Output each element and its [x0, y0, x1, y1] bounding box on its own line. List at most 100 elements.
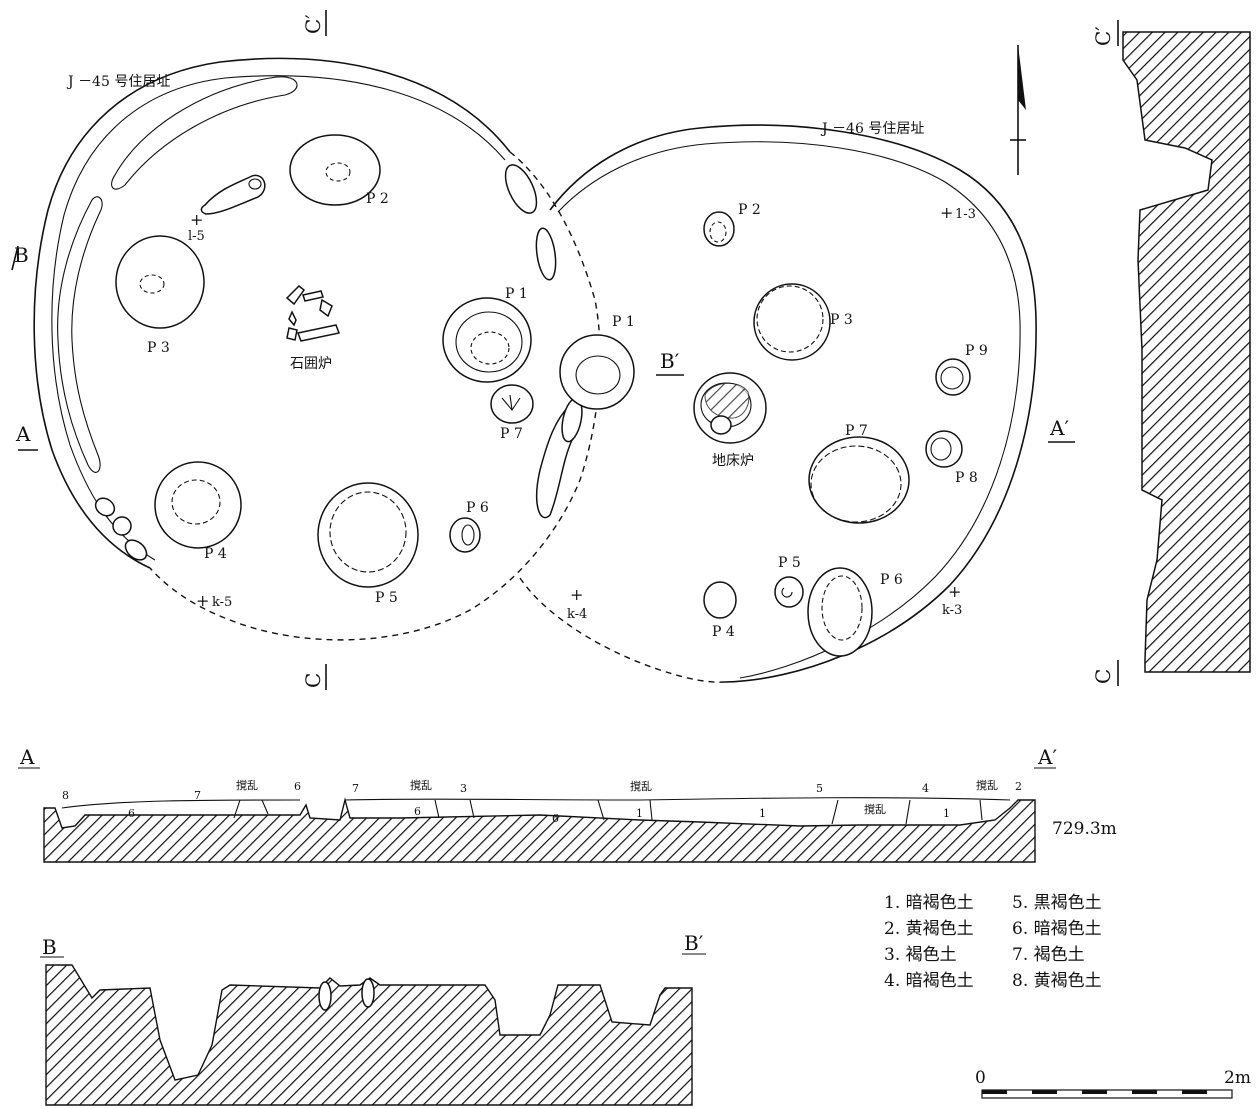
layer-num: 6 [294, 780, 301, 793]
title-j45: J －45 号住居址 [66, 74, 170, 90]
disturbance-label: 撹乱 [410, 778, 432, 792]
j46-inner-wall [557, 141, 1021, 679]
label-a-prime-section: A′ [1037, 745, 1057, 769]
j46-pit-p3 [753, 283, 831, 361]
label-earth-hearth: 地床炉 [712, 453, 754, 469]
section-b [40, 953, 706, 1106]
j45-pit-p2 [289, 134, 381, 206]
disturbance-label: 撹乱 [976, 778, 998, 792]
layer-num: 6 [128, 807, 135, 820]
layer-num: 8 [62, 789, 69, 802]
disturbance-label: 撹乱 [864, 802, 886, 816]
j45-dwelling [33, 57, 601, 641]
legend-item: 2. 黄褐色土 [884, 919, 974, 939]
svg-text:+: + [940, 203, 953, 222]
disturbance-label: 撹乱 [630, 779, 652, 793]
label-c-prime-section: C′ [1091, 26, 1115, 46]
scale-end: 2m [1224, 1068, 1251, 1088]
elevation-label: 729.3m [1052, 819, 1117, 839]
j46-label-p7: P 7 [845, 423, 868, 439]
label-c-plan: C [301, 673, 325, 688]
svg-text:+: + [190, 210, 203, 229]
j46-label-p5: P 5 [778, 555, 801, 571]
j46-dashed-wall [519, 577, 726, 683]
j45-label-p2: P 2 [366, 191, 389, 207]
stone-hearth [285, 284, 341, 342]
j45-wall-trench-left [57, 196, 103, 473]
svg-text:+: + [196, 591, 209, 610]
legend-item: 7. 褐色土 [1012, 945, 1085, 965]
j46-pit-p1 [559, 334, 635, 410]
label-a-section: A [19, 745, 35, 769]
label-c-prime-plan: C′ [301, 14, 325, 34]
layer-num: 5 [816, 782, 823, 795]
label-b: B [14, 243, 29, 267]
legend-item: 1. 暗褐色土 [884, 893, 974, 913]
j46-label-p3: P 3 [830, 312, 853, 328]
label-b-section: B [42, 935, 57, 959]
j45-outer-wall [33, 57, 511, 569]
layer-num: 6 [552, 812, 559, 825]
j45-label-p4: P 4 [204, 546, 227, 562]
disturbance-label: 撹乱 [236, 778, 258, 792]
label-stone-hearth: 石囲炉 [290, 356, 332, 372]
j45-wall-trench-top [111, 76, 298, 190]
section-markers [11, 10, 1075, 690]
layer-num: 2 [1015, 780, 1022, 793]
grid-point-5: k-3 [942, 603, 962, 618]
layer-num: 7 [194, 789, 201, 802]
earth-hearth [693, 372, 767, 444]
j45-small-pit-edge2 [535, 227, 557, 281]
svg-text:+: + [948, 582, 961, 601]
j45-label-p1: P 1 [505, 286, 528, 302]
title-j46: J －46 号住居址 [820, 121, 924, 137]
j45-dashed-wall [149, 151, 601, 641]
scale-start: 0 [975, 1068, 986, 1088]
j45-inner-wall [51, 75, 506, 561]
layer-num: 6 [414, 805, 421, 818]
label-b-prime-section: B′ [684, 931, 704, 955]
j45-pit-p5 [317, 482, 419, 588]
svg-text:+: + [570, 585, 583, 604]
legend-item: 6. 暗褐色土 [1012, 919, 1102, 939]
j46-pit-p4 [703, 581, 737, 619]
j45-pit-p7 [490, 384, 534, 424]
layer-num: 1 [759, 807, 766, 820]
section-c [1117, 20, 1251, 686]
j46-label-p8: P 8 [955, 470, 978, 486]
j46-pit-p6 [807, 567, 873, 657]
soil-legend: 1. 暗褐色土 2. 黄褐色土 3. 褐色土 4. 暗褐色土 5. 黒褐色土 6… [884, 893, 1102, 991]
j45-pit-p1 [442, 297, 532, 383]
label-a: A [15, 422, 31, 446]
j46-label-p2: P 2 [738, 202, 761, 218]
north-arrow-icon [1010, 45, 1026, 175]
layer-num: 4 [922, 782, 929, 795]
layer-num: 1 [636, 807, 643, 820]
legend-item: 3. 褐色土 [884, 945, 957, 965]
scale-bar [981, 1089, 1233, 1099]
j45-pit-p6 [449, 517, 481, 553]
j45-label-p6: P 6 [466, 500, 489, 516]
label-a-prime: A′ [1049, 416, 1069, 440]
j46-pit-p5 [774, 576, 804, 608]
j45-label-p5: P 5 [375, 590, 398, 606]
label-b-prime: B′ [660, 349, 680, 373]
j46-label-p1: P 1 [612, 314, 635, 330]
section-a [18, 767, 1056, 863]
j46-pit-p2 [703, 211, 735, 247]
j46-label-p9: P 9 [965, 343, 988, 359]
j45-pit-p3 [115, 235, 205, 329]
j45-label-p3: P 3 [147, 340, 170, 356]
layer-num: 3 [460, 782, 467, 795]
j45-small-pit-edge1 [504, 164, 538, 214]
j45-pit-p4 [154, 461, 242, 549]
j46-label-p6: P 6 [880, 572, 903, 588]
j45-label-p7: P 7 [500, 426, 523, 442]
grid-point-4: 1-3 [955, 207, 976, 222]
legend-item: 4. 暗褐色土 [884, 971, 974, 991]
layer-num: 1 [943, 807, 950, 820]
legend-item: 5. 黒褐色土 [1012, 893, 1102, 913]
j46-dwelling [519, 124, 1037, 683]
j46-pit-p7 [808, 436, 910, 524]
